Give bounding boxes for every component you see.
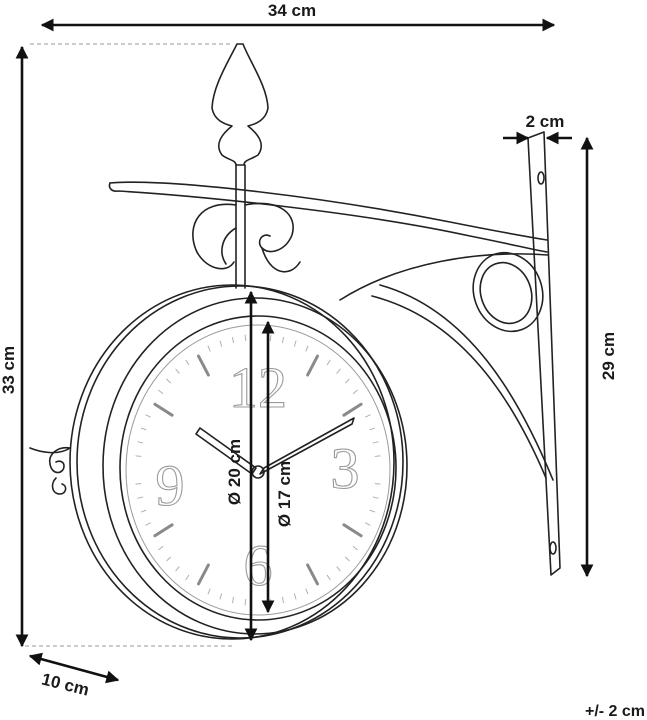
hour-tick [342,523,363,538]
outer-diameter-label: Ø 20 cm [225,439,244,505]
minute-tick [219,593,223,600]
minute-tick [219,340,223,347]
minute-tick [352,546,358,551]
minute-tick [372,496,379,499]
wall-bracket [108,131,561,576]
height-label: 33 cm [0,346,18,394]
minute-tick [305,588,309,595]
numeral-12: 12 [229,355,287,420]
bracket-width-label: 2 cm [526,112,565,131]
minute-tick [207,345,211,352]
minute-tick [305,345,309,352]
minute-tick [244,334,247,342]
bracket-height-label: 29 cm [599,332,618,380]
hour-tick [306,354,320,377]
minute-tick [281,596,285,604]
minute-tick [281,336,285,344]
minute-tick [244,598,247,606]
minute-tick [166,556,171,562]
minute-tick [374,483,381,485]
minute-tick [345,556,350,562]
hour-tick [153,402,174,417]
depth-label: 10 cm [40,670,91,700]
minute-tick [372,441,379,444]
minute-tick [145,522,151,526]
hour-tick [153,523,174,538]
minute-tick [336,368,341,374]
minute-tick [158,389,164,394]
hour-ticks [135,334,381,606]
minute-tick [140,509,147,513]
minute-tick [336,566,341,572]
numeral-9: 9 [156,453,185,518]
dial-diameter-label: Ø 17 cm [275,461,294,527]
minute-tick [293,593,297,600]
minute-tick [135,483,142,485]
minute-tick [369,509,376,513]
width-label: 34 cm [268,1,316,20]
minute-tick [175,566,180,572]
minute-tick [185,359,190,366]
hour-tick [196,354,210,377]
minute-tick [166,378,171,384]
minute-tick [207,588,211,595]
minute-tick [365,522,371,526]
tolerance-label: +/- 2 cm [585,703,645,720]
dimension-lines [15,18,594,684]
finial-ornament [192,43,301,289]
minute-tick [135,455,142,457]
minute-tick [145,414,151,418]
minute-tick [269,334,272,342]
minute-tick [374,455,381,457]
minute-tick [231,596,235,604]
minute-tick [231,336,235,344]
minute-tick [352,389,358,394]
minute-tick [326,359,331,366]
minute-tick [326,574,331,581]
minute-tick [369,427,376,431]
minute-tick [345,378,350,384]
minute-tick [185,574,190,581]
numeral-3: 3 [331,436,360,501]
minute-tick [365,414,371,418]
minute-tick [175,368,180,374]
hour-tick [342,402,363,417]
dial-numerals: 12 3 6 9 [155,354,360,598]
minute-tick [293,340,297,347]
minute-tick [140,427,147,431]
hour-tick [306,563,320,586]
minute-tick [269,598,272,606]
minute-tick [137,441,144,444]
minute-tick [158,546,164,551]
hour-tick [196,563,210,586]
minute-tick [137,496,144,499]
